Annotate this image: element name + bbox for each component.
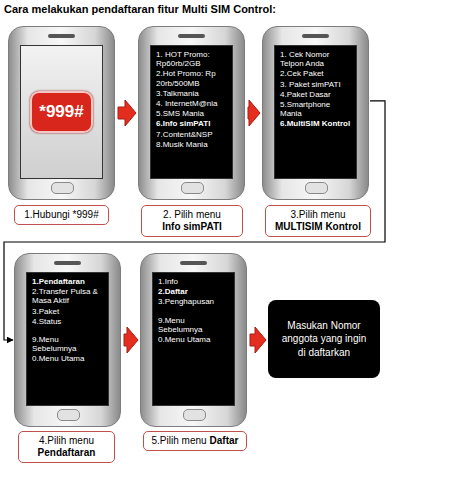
menu-item: 3.Penghapusan [158, 297, 231, 306]
phone-earpiece [302, 34, 329, 38]
menu-item: 1.Pendaftaran [32, 277, 105, 286]
phone-display: 1. Cek Nomor Telpon Anda2.Cek Paket 3. Pa… [274, 45, 357, 179]
step-label-box: 3.Pilih menuMULTISIM Kontrol [265, 205, 371, 237]
step-label: MULTISIM Kontrol [270, 221, 366, 233]
step-label: 4.Pilih menu [23, 435, 110, 447]
phone-button [57, 409, 80, 421]
menu-item: 3.Paket [32, 307, 105, 316]
step-label: Pendaftaran [23, 447, 110, 459]
diagram-title: Cara melakukan pendaftaran fitur Multi S… [4, 3, 276, 15]
block-arrow [124, 327, 138, 353]
menu-item: 6.Info simPATI [156, 119, 229, 128]
phone-screen: 1.Pendaftaran2.Transfer Pulsa & Masa Akt… [14, 253, 121, 427]
instruction-text: Masukan Nomor anggota yang ingin di daft… [280, 319, 368, 360]
menu-item: 1.Info [158, 277, 231, 286]
phone-earpiece [54, 261, 81, 265]
phone-earpiece [180, 261, 207, 265]
block-arrow [118, 100, 136, 126]
phone-button [305, 182, 328, 194]
phone-button [181, 182, 204, 194]
menu-item: 4.Paket Dasar [280, 90, 353, 99]
step-label-box: 2. Pilih menuInfo simPATI [141, 205, 243, 237]
block-arrow [250, 327, 266, 353]
menu-item: 0.Menu Utama [158, 335, 231, 344]
menu-item: 9.Menu Sebelumnya [32, 335, 105, 353]
menu-item: 8.Musik Mania [156, 140, 229, 149]
phone-screen: 1. HOT Promo: Rp60rb/2GB2.Hot Promo: Rp … [138, 26, 245, 200]
phone-screen: 1. Cek Nomor Telpon Anda2.Cek Paket 3. Pa… [262, 26, 369, 200]
instruction-box: Masukan Nomor anggota yang ingin di daft… [268, 300, 380, 378]
menu-item: 1. HOT Promo: Rp60rb/2GB [156, 50, 229, 68]
block-arrow [248, 100, 260, 126]
step-label: Daftar [210, 435, 239, 446]
menu-item: 5.SMS Mania [156, 109, 229, 118]
menu-item: 2.Hot Promo: Rp 20rb/500MB [156, 69, 229, 87]
menu-item: 4. InternetM@nia [156, 99, 229, 108]
phone-display: 1.Pendaftaran2.Transfer Pulsa & Masa Akt… [26, 272, 109, 406]
phone-display: 1.Info2.Daftar3.Penghapusan 9.Menu Sebelu… [152, 272, 235, 406]
step-label: Info simPATI [146, 221, 238, 233]
instruction-body: Masukan Nomor anggota yang ingin di daft… [280, 319, 368, 360]
step-label-box: 5.Pilih menuDaftar [143, 431, 247, 451]
menu-item: 2.Cek Paket [280, 69, 353, 78]
menu-item: 3.Talkmania [156, 89, 229, 98]
phone-display: *999# [20, 45, 103, 179]
phone-screen: *999# [8, 26, 115, 200]
step-label: 5.Pilih menu [152, 435, 207, 446]
phone-display: 1. HOT Promo: Rp60rb/2GB2.Hot Promo: Rp … [150, 45, 233, 179]
menu-item: 3. Paket simPATI [280, 80, 353, 89]
menu-item: 0.Menu Utama [32, 354, 105, 363]
menu-item: 9.Menu Sebelumnya [158, 316, 231, 334]
phone-button [51, 182, 74, 194]
menu-item: 5.Smartphone Mania [280, 100, 353, 118]
step-label-box: 1.Hubungi *999# [14, 205, 109, 225]
menu-item: 7.Content&NSP [156, 130, 229, 139]
menu-item: 4.Status [32, 317, 105, 326]
step-label: 1.Hubungi *999# [19, 209, 104, 221]
phone-button [183, 409, 206, 421]
menu-item: 1. Cek Nomor Telpon Anda [280, 50, 353, 68]
phone-earpiece [178, 34, 205, 38]
menu-item: 2.Daftar [158, 287, 231, 296]
step-label: 2. Pilih menu [146, 209, 238, 221]
menu-item: 6.MultiSIM Kontrol [280, 119, 353, 128]
menu-item: 2.Transfer Pulsa & Masa Aktif [32, 287, 105, 305]
step-label-box: 4.Pilih menuPendaftaran [18, 431, 115, 463]
phone-screen: 1.Info2.Daftar3.Penghapusan 9.Menu Sebelu… [140, 253, 247, 427]
dial-code: *999# [30, 91, 92, 133]
phone-earpiece [48, 34, 75, 38]
step-label: 3.Pilih menu [270, 209, 366, 221]
